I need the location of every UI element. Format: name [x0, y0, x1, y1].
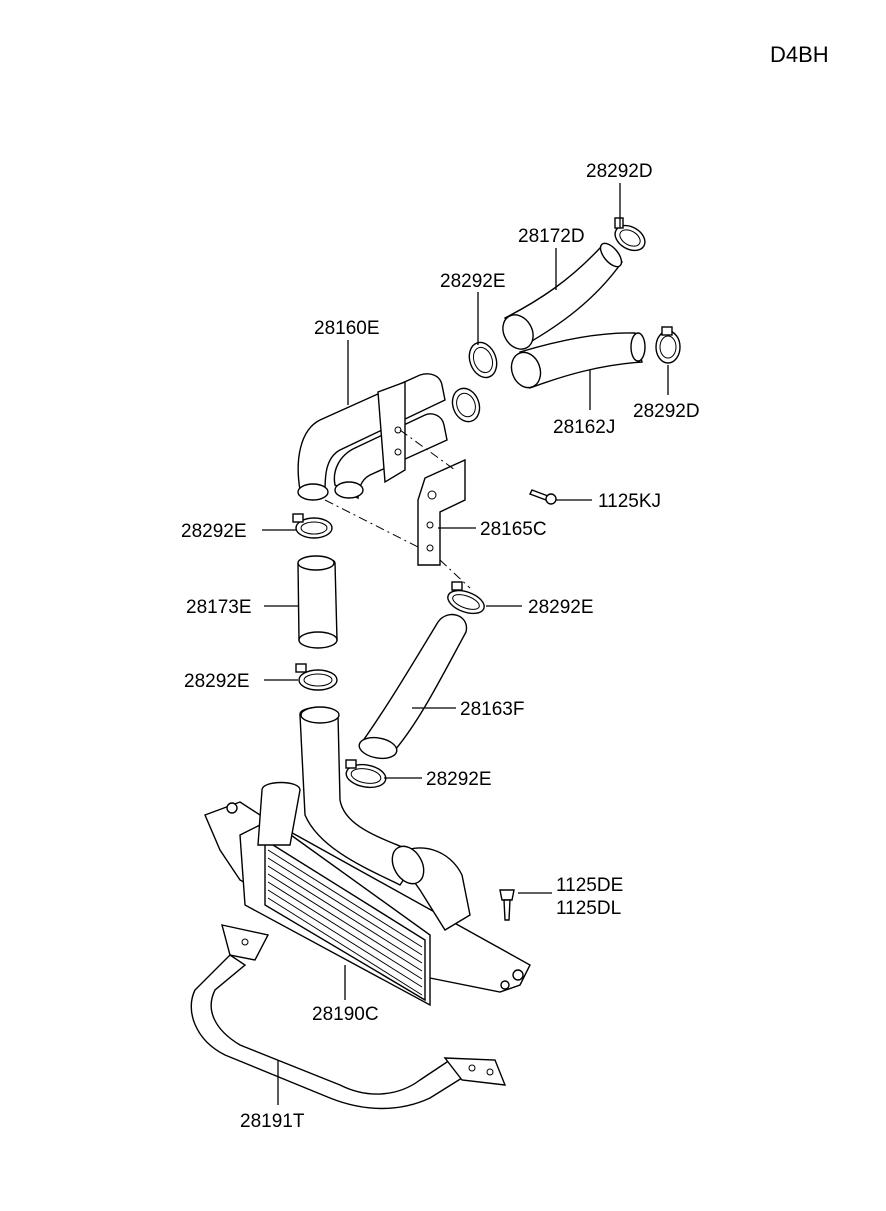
alignment-line-2 [324, 499, 421, 549]
label-28191t: 28191T [240, 1111, 305, 1132]
label-28172d: 28172D [518, 226, 585, 247]
clamp-28292e-left2 [295, 663, 338, 691]
label-28190c: 28190C [312, 1004, 379, 1025]
hose-28162j [510, 332, 646, 389]
label-28292e-upper: 28292E [440, 271, 506, 292]
clamp-28292d-right [655, 326, 681, 364]
alignment-line-3 [439, 559, 471, 589]
label-28162j: 28162J [553, 417, 615, 438]
label-28292d-right: 28292D [633, 401, 700, 422]
leader-lines [262, 183, 669, 1105]
hose-28173e [297, 555, 338, 649]
bolt-1125kj [529, 489, 557, 505]
bracket-28165c [417, 458, 466, 566]
hose-28163f [358, 613, 468, 760]
label-28160e: 28160E [314, 318, 380, 339]
label-1125de: 1125DE [556, 875, 623, 896]
clamp-28292d-top [614, 217, 646, 252]
clamp-28292e-left1 [292, 513, 333, 539]
bracket-28191t [190, 924, 507, 1110]
label-28292e-left2: 28292E [184, 671, 250, 692]
bolt-1125de [499, 889, 515, 921]
label-1125dl: 1125DL [556, 898, 621, 919]
label-28163f: 28163F [460, 699, 524, 720]
label-28292e-mid: 28292E [528, 597, 594, 618]
label-28292e-lower: 28292E [426, 769, 492, 790]
intercooler-fins [267, 849, 423, 996]
label-28292d-top: 28292D [586, 161, 653, 182]
pipe-28160e [297, 373, 448, 501]
label-28292e-left1: 28292E [181, 521, 247, 542]
clamp-28292e-upper [451, 341, 498, 423]
clamp-28292e-mid [447, 581, 485, 615]
intercooler-28190c [204, 706, 531, 1007]
label-28165c: 28165C [480, 519, 547, 540]
clamp-28292e-lower [345, 759, 387, 789]
hose-28172d [502, 242, 623, 350]
label-1125kj: 1125KJ [598, 491, 661, 512]
part-labels: 28292D 28172D 28292E 28160E 28292D 28162… [181, 161, 700, 1132]
diagram-code: D4BH [770, 42, 829, 67]
label-28173e: 28173E [186, 597, 252, 618]
